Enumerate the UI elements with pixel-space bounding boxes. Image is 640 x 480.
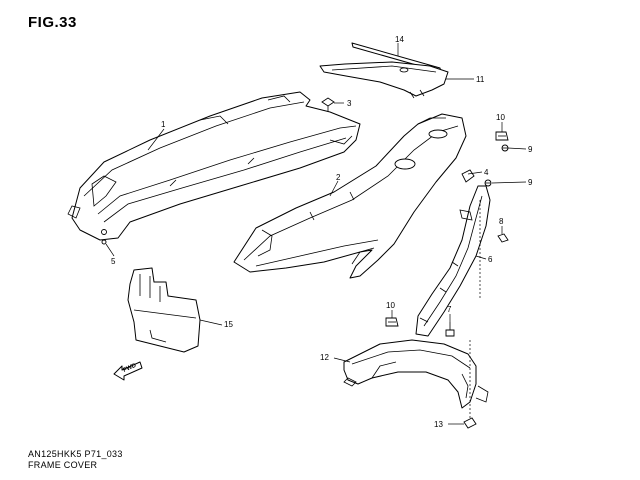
part-11-rear-cover <box>319 61 449 99</box>
callout-6: 6 <box>488 255 493 264</box>
part-13-bolt <box>463 417 477 429</box>
part-2-frame-cover-right <box>233 113 467 279</box>
diagram-name: FRAME COVER <box>28 460 98 470</box>
part-3-screw <box>321 97 335 112</box>
figure-title: FIG.33 <box>28 14 77 31</box>
fwd-label: FWD <box>122 363 138 374</box>
part-8-screw <box>497 233 509 243</box>
callout-14: 14 <box>395 35 404 44</box>
callout-12: 12 <box>320 353 329 362</box>
fwd-arrow-icon: FWD <box>113 361 143 381</box>
callout-15: 15 <box>224 320 233 329</box>
part-7-screw <box>445 322 455 337</box>
callout-numbers: 14 11 3 1 2 4 9 9 10 8 6 5 15 10 7 12 13 <box>111 35 533 429</box>
part-12-lower-bracket <box>343 339 489 409</box>
callout-4: 4 <box>484 168 489 177</box>
part-9-fastener-lower <box>484 179 492 187</box>
part-4-clip <box>461 169 475 183</box>
part-6-side-trim <box>415 185 491 337</box>
callout-9-lower: 9 <box>528 178 533 187</box>
part-15-inner-panel <box>127 267 201 353</box>
callout-leaders <box>105 43 527 425</box>
diagram-code: AN125HKK5 P71_033 <box>28 449 123 459</box>
callout-1: 1 <box>161 120 166 129</box>
part-10-clip-upper <box>495 131 509 141</box>
callout-5: 5 <box>111 257 116 266</box>
callout-9-upper: 9 <box>528 145 533 154</box>
callout-10-upper: 10 <box>496 113 505 122</box>
callout-8: 8 <box>499 217 504 226</box>
part-10-clip-lower <box>385 317 399 327</box>
callout-13: 13 <box>434 420 443 429</box>
callout-7: 7 <box>447 305 452 314</box>
callout-3: 3 <box>347 99 352 108</box>
part-1-frame-cover-left <box>67 91 361 241</box>
callout-2: 2 <box>336 173 341 182</box>
callout-10-lower: 10 <box>386 301 395 310</box>
part-5-clip <box>101 239 107 245</box>
callout-11: 11 <box>476 75 485 84</box>
part-9-fastener-upper <box>501 144 509 152</box>
